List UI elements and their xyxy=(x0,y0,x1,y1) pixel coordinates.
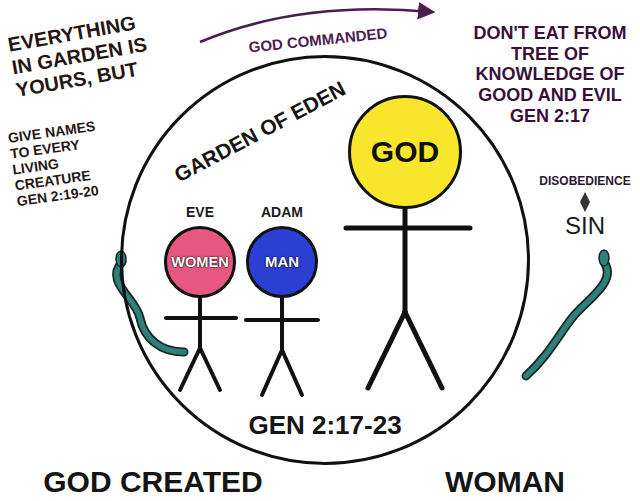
adam-head: ADAMMAN xyxy=(246,226,318,298)
figure-name: ADAM xyxy=(261,204,303,220)
eve-head: EVEWOMEN xyxy=(164,226,236,298)
serpent xyxy=(526,250,609,376)
caption-part: WOMAN xyxy=(445,465,565,500)
region-title: GARDEN OF EDEN xyxy=(170,77,349,188)
double-arrow xyxy=(584,194,586,210)
region-outline xyxy=(122,57,529,464)
verse-reference: GEN 2:17-23 xyxy=(248,411,401,441)
god-head: GOD xyxy=(348,95,462,209)
head-label: GOD xyxy=(371,135,439,170)
head-circle xyxy=(248,228,317,297)
god-body xyxy=(346,209,470,388)
head-label: WOMEN xyxy=(171,254,229,271)
head-circle xyxy=(166,228,235,297)
eve-body xyxy=(166,298,236,390)
note: GIVE NAMES TO EVERY LIVING CREATURE GEN … xyxy=(7,116,117,210)
garden-circle: GARDEN OF EDENGEN 2:17-23GODEVEWOMENADAM… xyxy=(120,55,530,465)
caption-part: GOD CREATED xyxy=(43,465,262,500)
head-circle xyxy=(350,97,461,208)
command-note: DON'T EAT FROM TREE OF KNOWLEDGE OF GOOD… xyxy=(467,23,633,126)
note: DISOBEDIENCE xyxy=(539,175,630,189)
command-label: GOD COMMANDED xyxy=(245,24,391,56)
note: SIN xyxy=(565,212,605,240)
note: EVERYTHING IN GARDEN IS YOURS, BUT xyxy=(6,8,166,102)
figure-name: EVE xyxy=(186,204,214,220)
head-label: MAN xyxy=(265,253,299,270)
adam-body xyxy=(246,298,318,395)
